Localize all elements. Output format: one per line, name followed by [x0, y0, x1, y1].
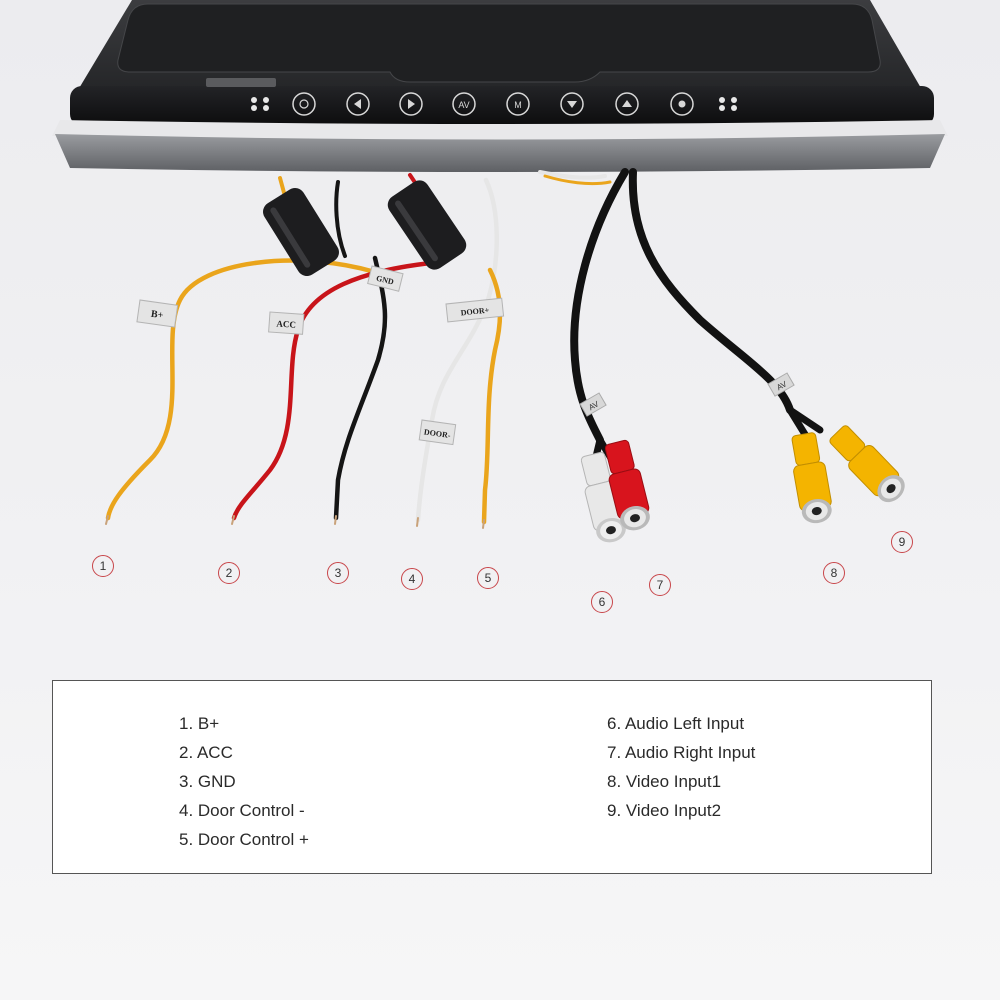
legend-item-door-control-minus: 4. Door Control -: [179, 801, 305, 820]
mode-icon: M: [506, 92, 530, 116]
legend-item-gnd: 3. GND: [179, 772, 236, 791]
wire-bundle: [105, 168, 824, 529]
marker-6: 6: [591, 591, 613, 613]
legend-right-column: 6. Audio Left Input 7. Audio Right Input…: [607, 709, 755, 825]
svg-text:DOOR+: DOOR+: [460, 306, 490, 318]
svg-text:DOOR-: DOOR-: [423, 427, 451, 440]
wire-gnd: [333, 255, 388, 521]
tag-acc: ACC: [268, 311, 305, 335]
svg-text:ACC: ACC: [276, 318, 296, 329]
marker-4: 4: [401, 568, 423, 590]
wire-b-plus: [105, 258, 378, 521]
tag-door-minus: DOOR-: [418, 419, 457, 446]
legend-item-audio-right: 7. Audio Right Input: [607, 743, 756, 762]
monitor-body: [52, 0, 948, 172]
prev-icon: [346, 92, 370, 116]
menu-dots-icon: [251, 97, 269, 111]
marker-9: 9: [891, 531, 913, 553]
rca-video-1-yellow: [791, 432, 832, 524]
marker-5: 5: [477, 567, 499, 589]
menu-dots-icon-2: [719, 97, 737, 111]
wire-door-minus: [415, 177, 499, 523]
marker-8: 8: [823, 562, 845, 584]
monitor-wiring-photo: AV M: [52, 0, 948, 543]
cable-video: [628, 168, 794, 414]
marker-3: 3: [327, 562, 349, 584]
tag-door-plus: DOOR+: [445, 297, 505, 323]
legend-box: 1. B+ 2. ACC 3. GND 4. Door Control - 5.…: [52, 680, 932, 874]
marker-2: 2: [218, 562, 240, 584]
down-icon: [560, 92, 584, 116]
av-icon: AV: [452, 92, 476, 116]
control-button-strip: AV M: [251, 92, 737, 116]
svg-text:GND: GND: [375, 274, 395, 287]
rca-video-2-yellow: [829, 425, 905, 503]
svg-text:AV: AV: [458, 100, 469, 110]
rca-audio-right-red: [604, 439, 650, 531]
tag-audio: AV: [579, 392, 607, 417]
legend-item-audio-left: 6. Audio Left Input: [607, 714, 745, 733]
fuse-holders: [263, 180, 467, 277]
up-icon: [615, 92, 639, 116]
power-icon: [292, 92, 316, 116]
legend-item-b-plus: 1. B+: [179, 714, 220, 733]
svg-text:M: M: [514, 100, 522, 110]
marker-1: 1: [92, 555, 114, 577]
tag-video: AV: [767, 372, 795, 397]
tag-gnd: GND: [367, 265, 404, 292]
marker-7: 7: [649, 574, 671, 596]
legend-item-video-2: 9. Video Input2: [607, 801, 722, 820]
next-icon: [399, 92, 423, 116]
legend-left-column: 1. B+ 2. ACC 3. GND 4. Door Control - 5.…: [179, 709, 309, 854]
light-icon: [670, 92, 694, 116]
legend-item-acc: 2. ACC: [179, 743, 233, 762]
legend-item-video-1: 8. Video Input1: [607, 772, 722, 791]
svg-text:B+: B+: [150, 309, 164, 322]
legend-item-door-control-plus: 5. Door Control +: [179, 830, 309, 849]
tag-b-plus: B+: [136, 299, 179, 328]
wire-acc: [231, 259, 443, 521]
